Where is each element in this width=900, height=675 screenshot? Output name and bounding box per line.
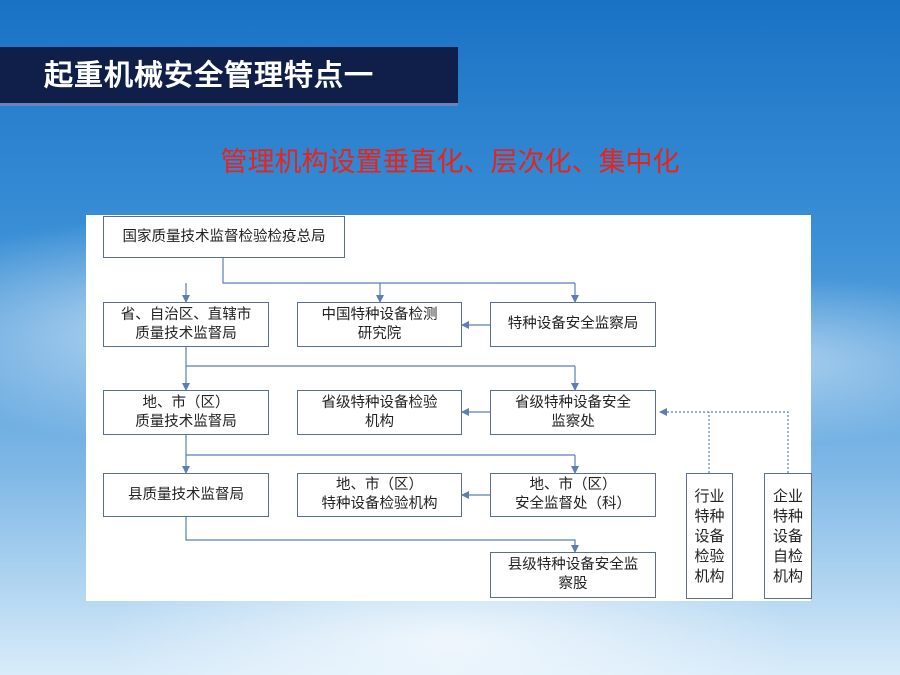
node-city-inspection: 地、市（区） 特种设备检验机构 <box>297 473 462 517</box>
node-enterprise-self-inspection: 企业 特种 设备 自检 机构 <box>764 473 812 599</box>
node-national-bureau: 国家质量技术监督检验检疫总局 <box>103 216 345 258</box>
dashed-connector <box>659 408 789 473</box>
connector-line <box>185 347 575 367</box>
slide-title: 起重机械安全管理特点一 <box>44 58 375 92</box>
title-bar: 起重机械安全管理特点一 <box>0 47 458 106</box>
node-provincial-inspection: 省级特种设备检验 机构 <box>297 390 462 435</box>
node-county-bureau: 县质量技术监督局 <box>103 473 269 517</box>
slide-subtitle: 管理机构设置垂直化、层次化、集中化 <box>220 147 680 178</box>
connector-line <box>185 435 575 456</box>
node-city-bureau: 地、市（区） 质量技术监督局 <box>103 390 269 435</box>
node-provincial-supervision: 省级特种设备安全 监察处 <box>490 390 656 435</box>
connector-line <box>185 517 579 553</box>
node-county-supervision: 县级特种设备安全监 察股 <box>490 552 656 598</box>
node-research-institute: 中国特种设备检测 研究院 <box>297 302 462 347</box>
node-safety-supervision-bureau: 特种设备安全监察局 <box>490 302 656 347</box>
connector-line <box>222 258 575 284</box>
node-provincial-bureau: 省、自治区、直辖市 质量技术监督局 <box>103 302 269 347</box>
node-industry-inspection: 行业 特种 设备 检验 机构 <box>686 473 733 599</box>
node-city-supervision: 地、市（区） 安全监督处（科） <box>490 473 656 517</box>
